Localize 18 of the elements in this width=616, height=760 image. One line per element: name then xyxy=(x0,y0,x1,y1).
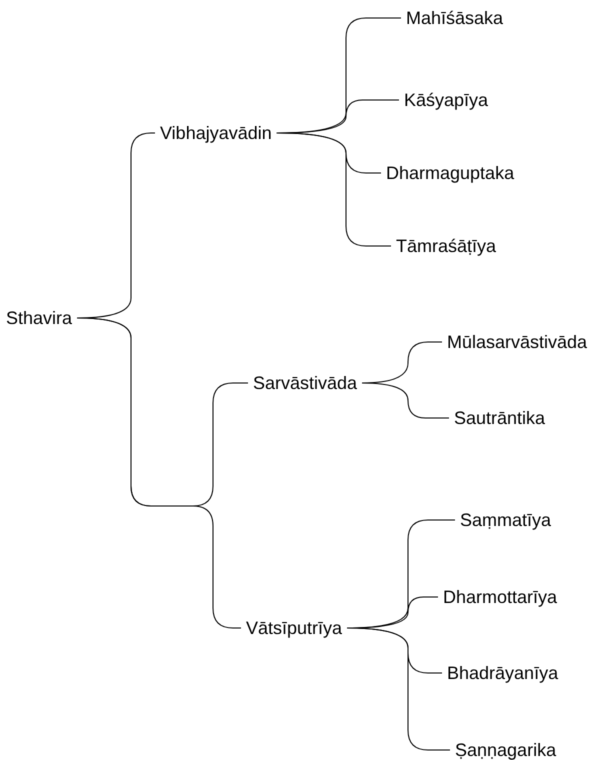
node-label: Ṣaṇṇagarika xyxy=(450,739,562,760)
node-label: Sthavira xyxy=(1,307,78,329)
brace-connector xyxy=(276,132,392,246)
node-label: Bhadrāyanīya xyxy=(442,662,564,684)
brace-connector xyxy=(76,318,242,628)
node-label: Sarvāstivāda xyxy=(248,372,362,394)
node-label: Vātsīputrīya xyxy=(241,617,348,639)
node-label: Dharmottarīya xyxy=(438,586,562,608)
node-label: Mūlasarvāstivāda xyxy=(442,331,592,353)
node-label: Tāmraśāṭīya xyxy=(391,235,502,257)
brace-connector xyxy=(362,382,450,418)
node-label: Sautrāntika xyxy=(449,407,550,429)
node-label: Vibhajyavādin xyxy=(155,122,277,144)
node-label: Mahīśāsaka xyxy=(401,7,508,29)
brace-connector xyxy=(346,628,450,750)
node-label: Dharmaguptaka xyxy=(381,162,520,184)
node-label: Kāśyapīya xyxy=(399,89,494,111)
node-label: Saṃmatīya xyxy=(455,509,556,531)
